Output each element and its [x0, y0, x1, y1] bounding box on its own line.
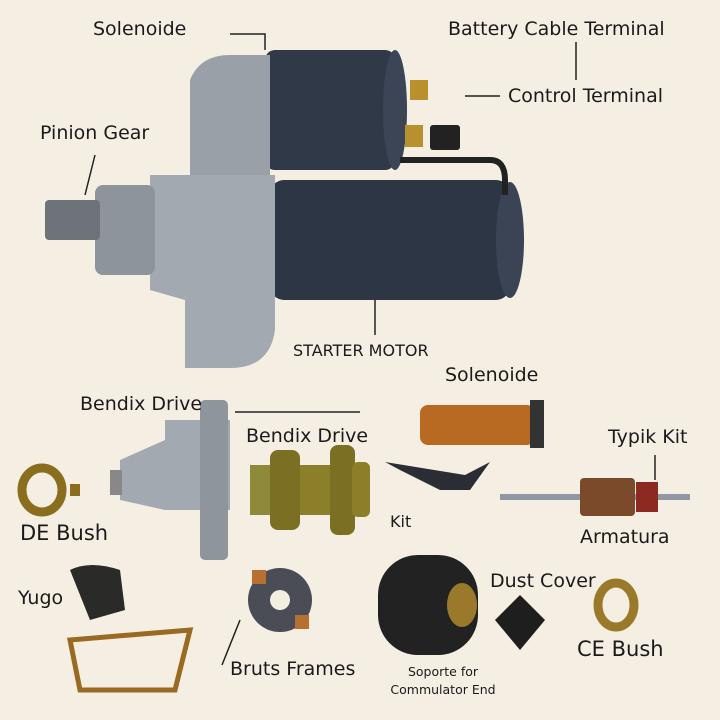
brush-frame [248, 568, 312, 632]
label-solenoide-part: Solenoide [445, 364, 539, 386]
label-dust-cover: Dust Cover [490, 570, 596, 592]
label-starter-motor: STARTER MOTOR [293, 341, 429, 360]
yugo-part [70, 565, 125, 620]
label-ce-bush: CE Bush [577, 637, 664, 661]
label-soporte-line2: Commulator End [390, 682, 496, 698]
kit-fork [385, 462, 490, 490]
drive-housing [110, 400, 230, 560]
leader-lines [84, 33, 656, 666]
label-kit: Kit [390, 512, 412, 531]
ce-bush-part [593, 578, 639, 632]
spring-clip [66, 627, 194, 693]
label-battery-cable-terminal: Battery Cable Terminal [448, 18, 665, 40]
label-soporte-line1: Soporte for [407, 664, 479, 679]
de-bush-part [17, 463, 67, 517]
label-armatura: Armatura [580, 526, 670, 548]
bendix-drive [250, 445, 370, 535]
label-typik-kit: Typik Kit [608, 426, 688, 448]
dust-cover-part [495, 595, 545, 650]
label-bruts-frames: Bruts Frames [230, 658, 356, 680]
label-pinion-gear: Pinion Gear [40, 122, 150, 144]
label-control-terminal: Control Terminal [508, 85, 664, 107]
soporte-commutator-end [378, 555, 478, 655]
label-solenoide-top: Solenoide [93, 18, 187, 40]
label-bendix-drive-gear: Bendix Drive [246, 425, 369, 447]
starter-motor [45, 50, 524, 368]
label-soporte-commutator-end: Soporte for Commulator End [388, 663, 498, 699]
label-de-bush: DE Bush [20, 521, 109, 545]
armatura-part [500, 478, 690, 516]
solenoide-part [420, 400, 544, 448]
label-bendix-drive-housing: Bendix Drive [80, 393, 203, 415]
label-yugo: Yugo [18, 587, 64, 609]
